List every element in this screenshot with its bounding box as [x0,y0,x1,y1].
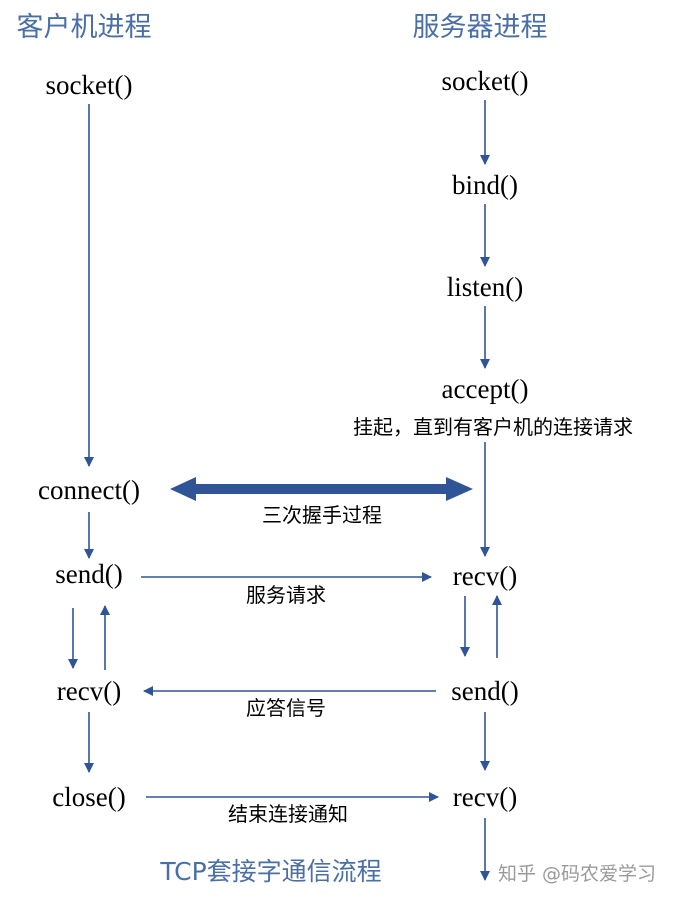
client-send-call: send() [55,559,122,589]
client-connect-call: connect() [38,475,140,505]
server-bind-call: bind() [452,170,518,200]
server-accept-call: accept() [442,374,529,404]
close-notice-label: 结束连接通知 [228,802,348,826]
handshake-label: 三次握手过程 [262,503,382,527]
accept-blocking-note: 挂起，直到有客户机的连接请求 [353,415,633,439]
service-request-label: 服务请求 [246,583,326,607]
server-recv-final-call: recv() [453,782,517,812]
client-close-call: close() [52,782,125,812]
client-socket-call: socket() [46,70,133,100]
server-listen-call: listen() [447,272,523,302]
client-recv-call: recv() [57,676,121,706]
handshake-double-arrow [170,477,473,501]
client-process-heading: 客户机进程 [17,12,152,43]
server-recv-call: recv() [453,561,517,591]
server-socket-call: socket() [442,66,529,96]
response-label: 应答信号 [246,696,326,720]
server-send-call: send() [451,676,518,706]
server-process-heading: 服务器进程 [413,12,548,43]
diagram-caption: TCP套接字通信流程 [159,857,381,886]
zhihu-watermark: 知乎 @码农爱学习 [498,863,656,885]
